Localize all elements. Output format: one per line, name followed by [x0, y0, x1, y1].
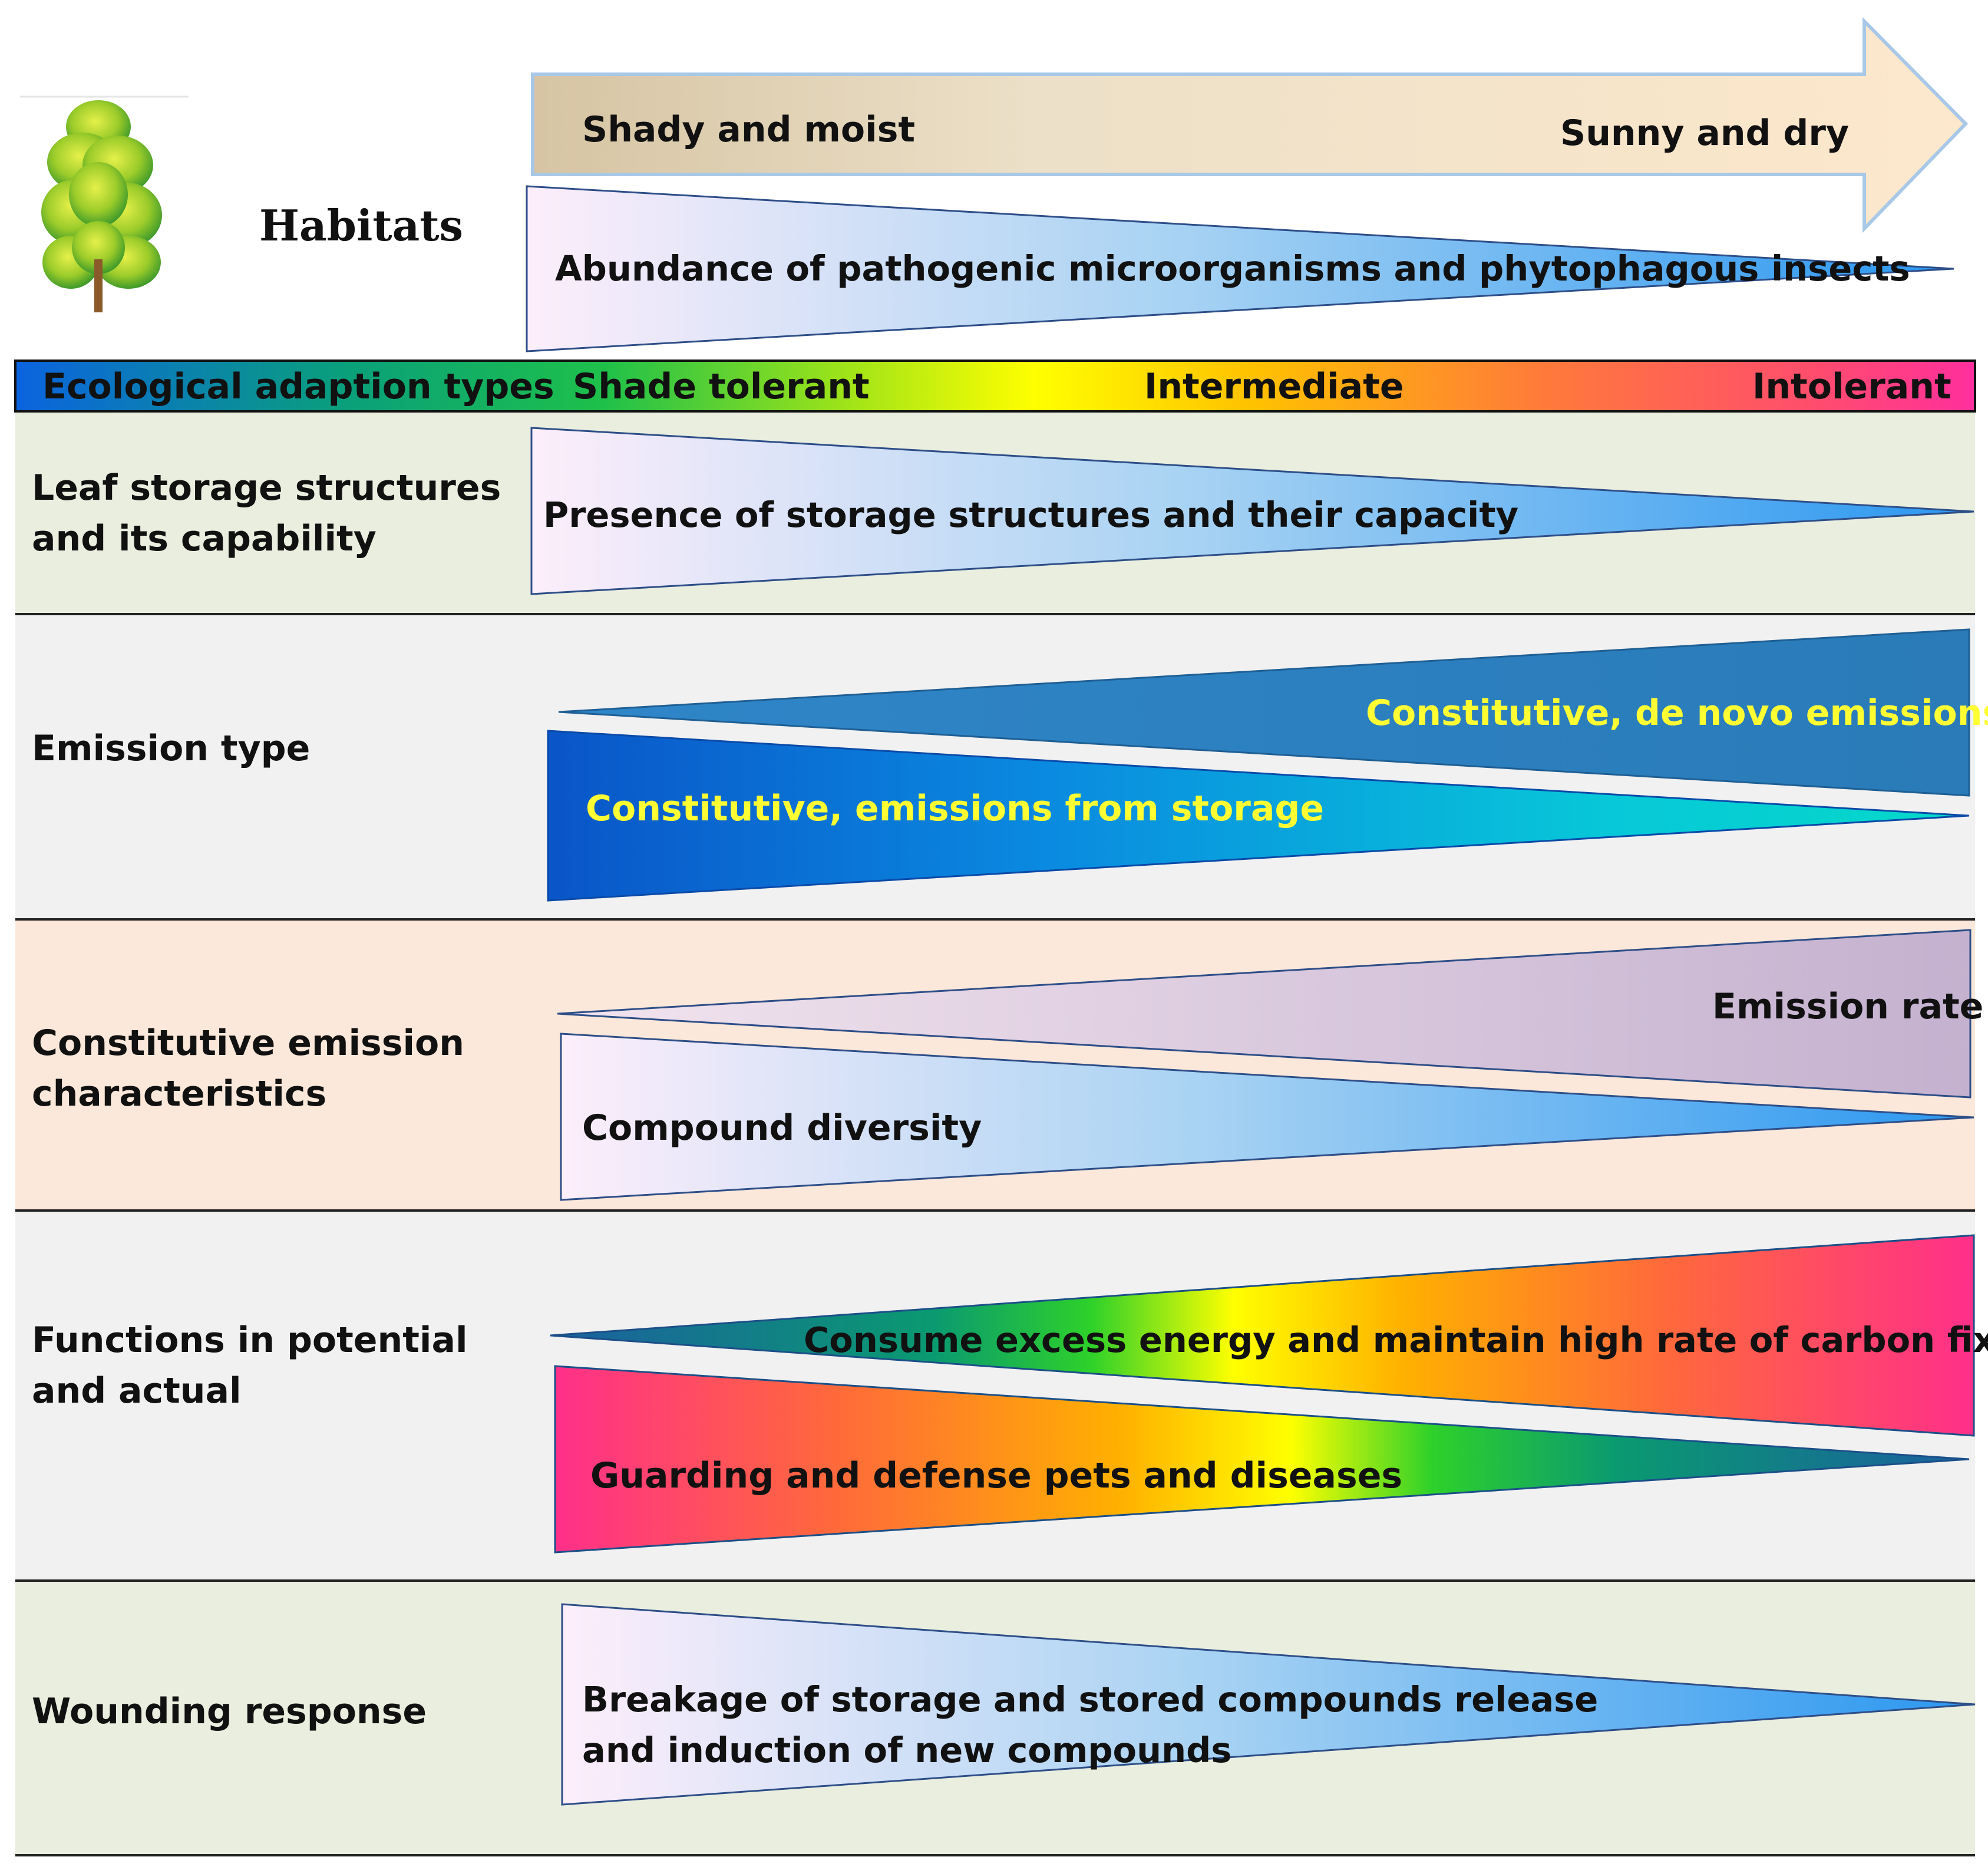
row-dividers: [15, 613, 1975, 1856]
defense-wedge: [554, 1365, 1970, 1554]
compound-diversity-label: Compound diversity: [582, 1107, 982, 1149]
carbon-fixation-label: Consume excess energy and maintain high …: [804, 1320, 1988, 1360]
storage-emissions-wedge-label: Constitutive, emissions from storage: [586, 788, 1324, 829]
intermediate-label: Intermediate: [1144, 366, 1404, 407]
tree-icon: [20, 95, 189, 312]
habitats-title: Habitats: [259, 200, 463, 250]
constitutive-emission-label-line1: Constitutive emission: [32, 1023, 464, 1064]
leaf-storage-label-line2: and its capability: [32, 518, 377, 559]
emission-type-label: Emission type: [32, 728, 310, 769]
storage-presence-wedge: [530, 427, 1974, 595]
arrow-right-label: Sunny and dry: [1560, 113, 1849, 154]
wounding-wedge: [561, 1603, 1976, 1806]
habitat-gradient-arrow: [531, 17, 1969, 233]
adaptation-bar-header: Ecological adaption types: [42, 366, 554, 407]
de-novo-emissions-wedge: [558, 628, 1970, 797]
wounding-wedge-label-line1: Breakage of storage and stored compounds…: [582, 1679, 1598, 1720]
leaf-storage-label-line1: Leaf storage structures: [32, 467, 501, 509]
pathogen-wedge-label: Abundance of pathogenic microorganisms a…: [555, 248, 1910, 289]
de-novo-wedge-label: Constitutive, de novo emissions: [1366, 692, 1988, 734]
defense-label: Guarding and defense pets and diseases: [590, 1455, 1402, 1496]
emission-rate-label: Emission rate: [1712, 986, 1983, 1027]
wounding-wedge-label-line2: and induction of new compounds: [582, 1730, 1231, 1770]
functions-label-line1: Functions in potential: [32, 1320, 468, 1361]
arrow-left-label: Shady and moist: [582, 109, 915, 150]
adaptation-type-bar: [14, 360, 1976, 413]
wounding-response-label: Wounding response: [32, 1691, 427, 1732]
shade-tolerant-label: Shade tolerant: [573, 366, 870, 407]
emission-rate-wedge: [557, 929, 1972, 1099]
functions-label-line2: and actual: [32, 1370, 242, 1411]
constitutive-emission-label-line2: characteristics: [32, 1073, 326, 1114]
compound-diversity-wedge: [560, 1033, 1974, 1201]
storage-emissions-wedge: [547, 730, 1970, 902]
carbon-fixation-wedge: [550, 1234, 1975, 1437]
pathogen-abundance-wedge: [526, 185, 1954, 352]
intolerant-label: Intolerant: [1752, 366, 1951, 407]
storage-wedge-label: Presence of storage structures and their…: [543, 494, 1518, 535]
